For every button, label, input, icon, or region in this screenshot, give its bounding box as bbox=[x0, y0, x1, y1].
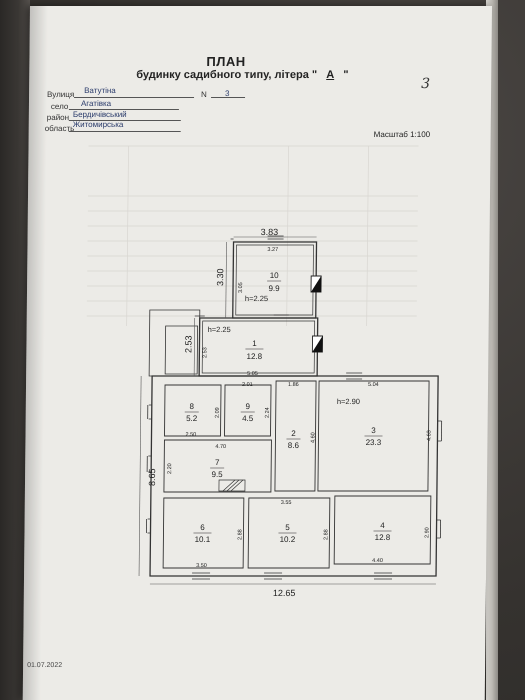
room-8-label: 8 5.2 bbox=[184, 402, 199, 423]
svg-text:12.8: 12.8 bbox=[246, 352, 262, 361]
svg-text:8.6: 8.6 bbox=[288, 441, 300, 450]
svg-text:1: 1 bbox=[252, 339, 257, 348]
dim-440: 4.40 bbox=[372, 558, 383, 564]
dim-224: 2.24 bbox=[265, 407, 271, 418]
room-8-outline bbox=[164, 384, 222, 437]
room-6-label: 6 10.1 bbox=[193, 523, 212, 544]
room-4-label: 4 12.8 bbox=[373, 521, 392, 542]
dim-327: 3.27 bbox=[267, 247, 278, 253]
show-through-lines bbox=[86, 145, 419, 326]
svg-text:5: 5 bbox=[285, 523, 290, 532]
svg-text:5.2: 5.2 bbox=[186, 414, 198, 423]
room-7-outline bbox=[163, 439, 272, 493]
dim-porch-height: 2.53 bbox=[183, 335, 193, 353]
dim-350: 3.50 bbox=[196, 563, 207, 569]
stove-icons bbox=[310, 275, 323, 353]
dim-288-b: 2.88 bbox=[323, 529, 329, 540]
dim-209: 2.09 bbox=[215, 407, 221, 418]
room-10-inner bbox=[235, 244, 314, 316]
svg-text:10.2: 10.2 bbox=[280, 535, 296, 544]
height-top: h=2.25 bbox=[245, 294, 268, 303]
room-2-outline bbox=[274, 380, 317, 492]
window-markers bbox=[146, 235, 443, 580]
room-1-label: 1 12.8 bbox=[245, 339, 264, 361]
svg-text:4: 4 bbox=[380, 521, 385, 530]
dim-290: 2.90 bbox=[424, 527, 430, 538]
room-2-label: 2 8.6 bbox=[286, 429, 301, 450]
svg-text:23.3: 23.3 bbox=[366, 438, 382, 447]
svg-text:9: 9 bbox=[246, 402, 251, 411]
footer-date: 01.07.2022 bbox=[27, 662, 63, 669]
svg-text:12.8: 12.8 bbox=[375, 533, 391, 542]
dim-top-width: 3.83 bbox=[261, 227, 279, 237]
porch-inner bbox=[164, 325, 199, 375]
svg-text:9.5: 9.5 bbox=[211, 470, 223, 479]
svg-text:2: 2 bbox=[291, 429, 296, 438]
dim-470: 4.70 bbox=[215, 444, 226, 450]
height-mid: h=2.25 bbox=[208, 325, 231, 334]
svg-text:10: 10 bbox=[270, 271, 280, 280]
dim-186: 1.86 bbox=[288, 382, 299, 388]
dim-355: 3.55 bbox=[281, 500, 292, 506]
room-9-label: 9 4.5 bbox=[240, 402, 255, 423]
svg-text:4.5: 4.5 bbox=[242, 414, 254, 423]
svg-text:9.9: 9.9 bbox=[268, 284, 280, 293]
room-3-label: 3 23.3 bbox=[364, 426, 383, 447]
room-10-label: 10 9.9 bbox=[267, 271, 282, 293]
dim-463: 4.63 bbox=[426, 430, 432, 441]
room-7-label: 7 9.5 bbox=[210, 458, 225, 479]
room-4-outline bbox=[333, 495, 432, 565]
dim-total-height: 8.65 bbox=[147, 468, 157, 486]
dim-253: 2.53 bbox=[202, 347, 208, 358]
room-5-label: 5 10.2 bbox=[278, 523, 297, 544]
room-6-outline bbox=[162, 497, 245, 569]
svg-text:10.1: 10.1 bbox=[195, 535, 211, 544]
room-9-outline bbox=[224, 384, 272, 437]
svg-text:6: 6 bbox=[200, 523, 205, 532]
dim-305: 3.05 bbox=[238, 282, 244, 293]
dim-460: 4.60 bbox=[310, 432, 316, 443]
dim-504: 5.04 bbox=[368, 382, 379, 388]
document-page: ПЛАН будинку садибного типу, літера " А … bbox=[22, 6, 493, 700]
svg-text:3: 3 bbox=[371, 426, 376, 435]
stair-symbol bbox=[218, 479, 246, 492]
room-3-outline bbox=[317, 380, 430, 492]
dim-505: 5.05 bbox=[247, 371, 258, 377]
dim-220: 2.20 bbox=[167, 463, 173, 474]
main-block-outline bbox=[149, 375, 439, 577]
room-5-outline bbox=[247, 497, 331, 569]
dim-total-width: 12.65 bbox=[273, 588, 296, 598]
dim-top-height: 3.30 bbox=[215, 268, 225, 286]
height-main: h=2.90 bbox=[337, 397, 360, 406]
dim-201: 2.01 bbox=[242, 382, 253, 388]
floor-plan: 3.83 3.27 3.30 3.05 h=2.25 2.53 2.53 h=2… bbox=[138, 227, 443, 598]
room-10-outline bbox=[232, 241, 318, 319]
dim-250: 2.50 bbox=[185, 432, 196, 438]
svg-text:7: 7 bbox=[215, 458, 220, 467]
dimension-lines bbox=[138, 236, 436, 585]
svg-text:8: 8 bbox=[190, 402, 195, 411]
dim-288-a: 2.88 bbox=[237, 529, 243, 540]
